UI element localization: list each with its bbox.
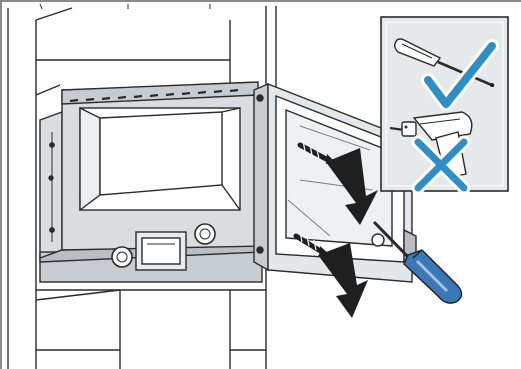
- right-knob: [195, 224, 215, 244]
- left-knob: [112, 247, 132, 267]
